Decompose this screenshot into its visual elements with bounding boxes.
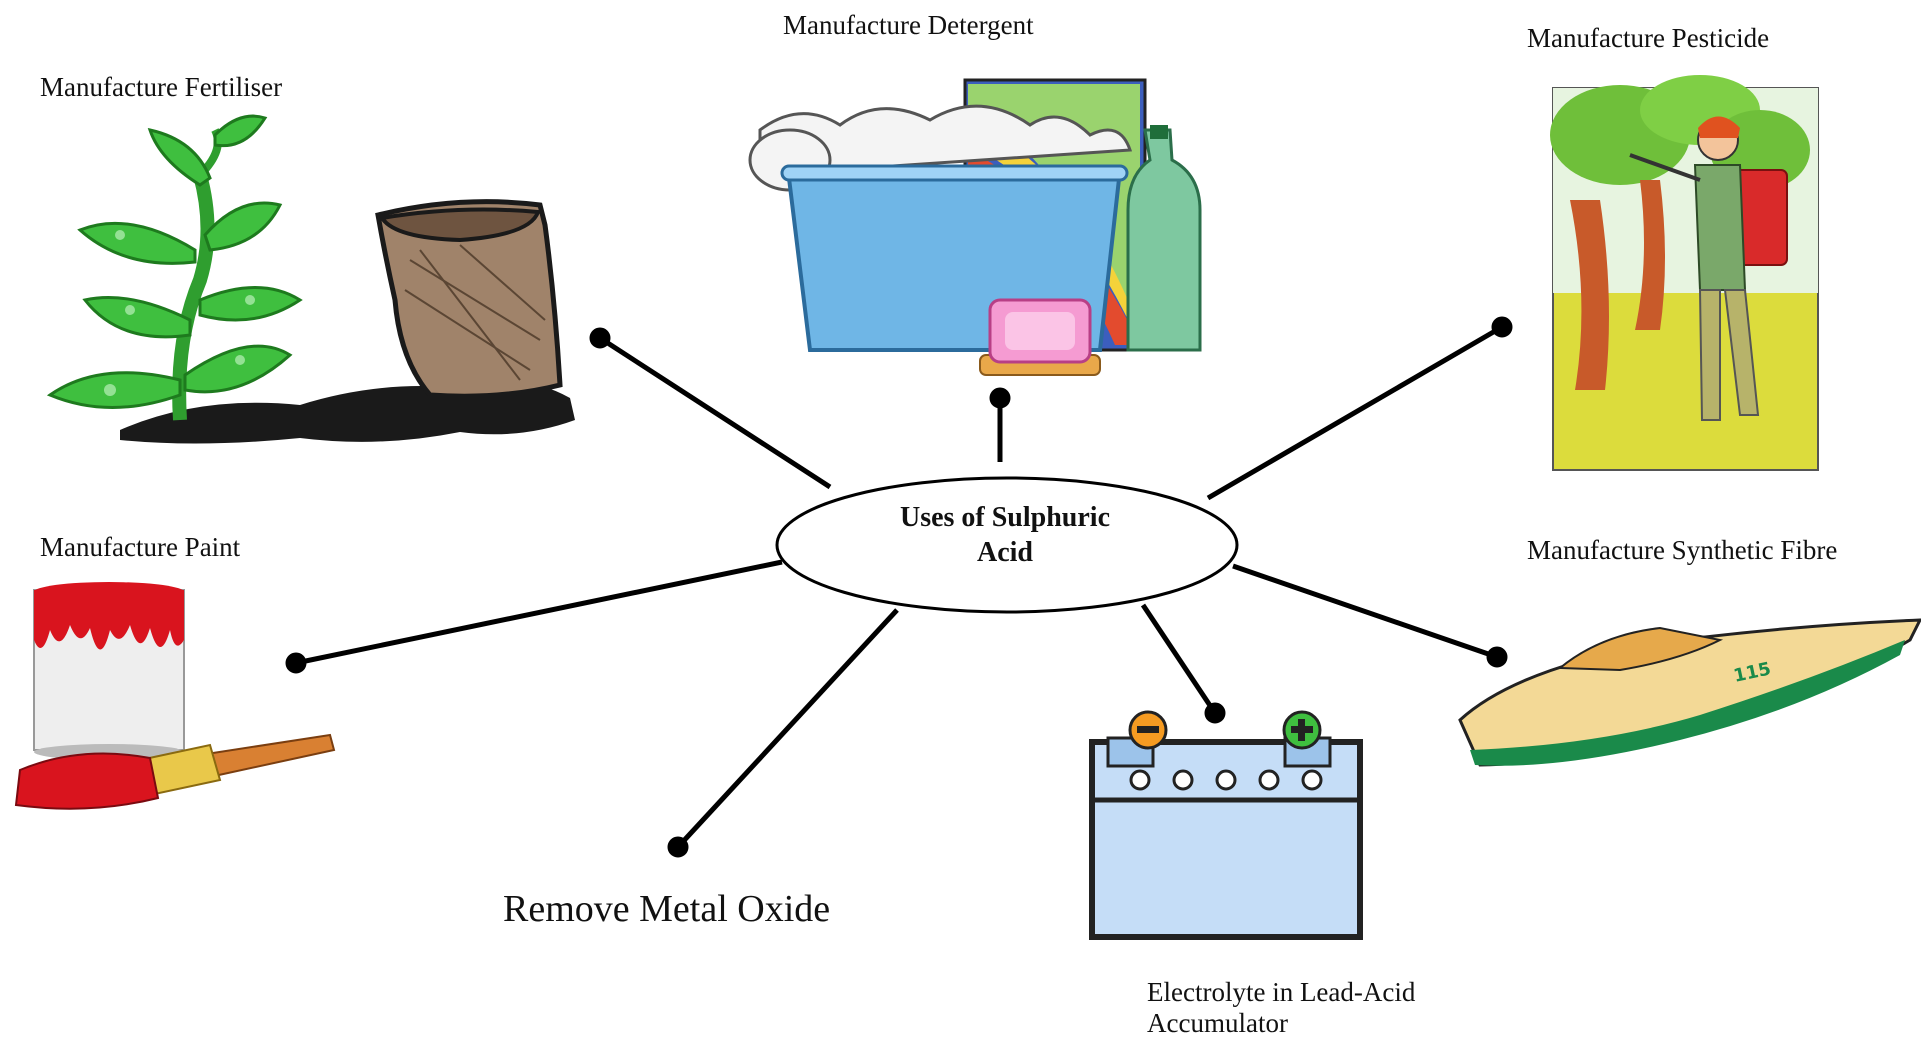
label-fertiliser: Manufacture Fertiliser <box>40 72 283 102</box>
connector-synthetic-fibre <box>1232 563 1508 668</box>
label-pesticide: Manufacture Pesticide <box>1527 23 1770 53</box>
label-synthetic-fibre: Manufacture Synthetic Fibre <box>1527 535 1838 565</box>
center-ellipse <box>775 476 1239 614</box>
connector-electrolyte <box>1140 603 1226 724</box>
label-detergent: Manufacture Detergent <box>783 10 1034 40</box>
connector-detergent <box>989 387 1011 462</box>
car-battery-icon <box>1089 710 1363 940</box>
farmer-spraying-icon <box>1550 75 1819 471</box>
connector-paint <box>285 559 783 674</box>
center-title: Uses of Sulphuric Acid <box>899 502 1111 568</box>
plant-and-sack-icon <box>46 114 575 444</box>
connector-pesticide <box>1206 316 1513 501</box>
speedboat-icon: 115 <box>1458 618 1921 767</box>
paint-can-brush-icon <box>14 582 336 810</box>
connector-fertiliser <box>589 327 832 490</box>
connectors <box>285 316 1513 858</box>
label-electrolyte: Electrolyte in Lead-Acid Accumulator <box>1147 977 1416 1039</box>
label-paint: Manufacture Paint <box>40 532 241 562</box>
washing-basin-icon <box>748 78 1202 376</box>
label-metal-oxide: Remove Metal Oxide <box>503 888 831 930</box>
connector-metal-oxide <box>667 608 899 858</box>
